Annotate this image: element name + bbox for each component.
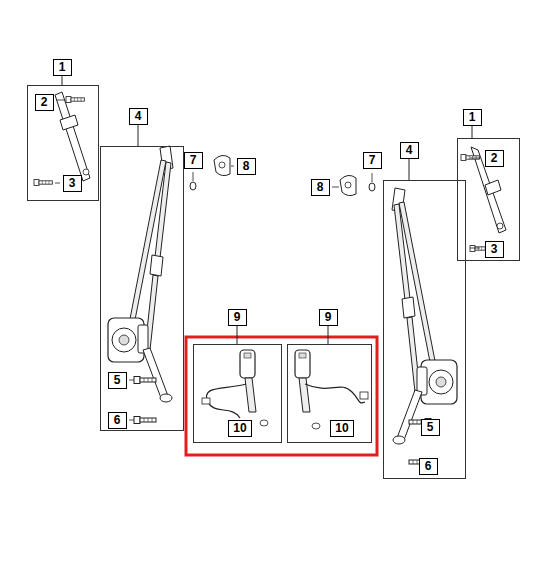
callout-text: 10 <box>335 421 348 435</box>
callout-text: 7 <box>190 153 197 167</box>
callout-text: 10 <box>233 421 246 435</box>
callout-number: 8 <box>237 158 256 175</box>
part-group-box: 456 <box>383 180 466 479</box>
part-group-box: 456 <box>100 146 184 431</box>
callout-text: 6 <box>114 413 121 427</box>
callout-number: 9 <box>319 309 338 326</box>
part-group-box: 910 <box>193 344 282 443</box>
callout-number: 10 <box>330 420 353 437</box>
callout-number: 4 <box>129 108 148 125</box>
callout-number: 9 <box>228 309 247 326</box>
callout-number: 7 <box>363 152 382 169</box>
callout-number: 8 <box>311 179 330 196</box>
callout-number: 5 <box>108 372 127 389</box>
callout-number: 3 <box>485 241 504 258</box>
callout-text: 2 <box>491 151 498 165</box>
callout-text: 8 <box>243 159 250 173</box>
callout-number: 10 <box>228 420 251 437</box>
callout-number: 7 <box>184 152 203 169</box>
callout-text: 3 <box>69 176 76 190</box>
callout-number: 2 <box>485 150 504 167</box>
callout-text: 7 <box>369 153 376 167</box>
callout-number: 5 <box>421 419 440 436</box>
callout-number: 1 <box>53 59 72 76</box>
callout-number: 6 <box>419 458 438 475</box>
callout-number: 6 <box>108 412 127 429</box>
callout-text: 2 <box>41 95 48 109</box>
part-group-box: 123 <box>27 85 99 201</box>
callout-number: 2 <box>35 94 54 111</box>
callout-text: 8 <box>317 180 324 194</box>
callout-text: 5 <box>427 420 434 434</box>
callout-number: 1 <box>463 109 482 126</box>
callout-text: 5 <box>114 373 121 387</box>
callout-text: 3 <box>491 242 498 256</box>
part-group-box: 123 <box>457 138 520 261</box>
part-group-box: 910 <box>287 344 372 443</box>
callout-text: 6 <box>425 459 432 473</box>
callout-number: 3 <box>63 175 82 192</box>
callout-number: 4 <box>400 142 419 159</box>
